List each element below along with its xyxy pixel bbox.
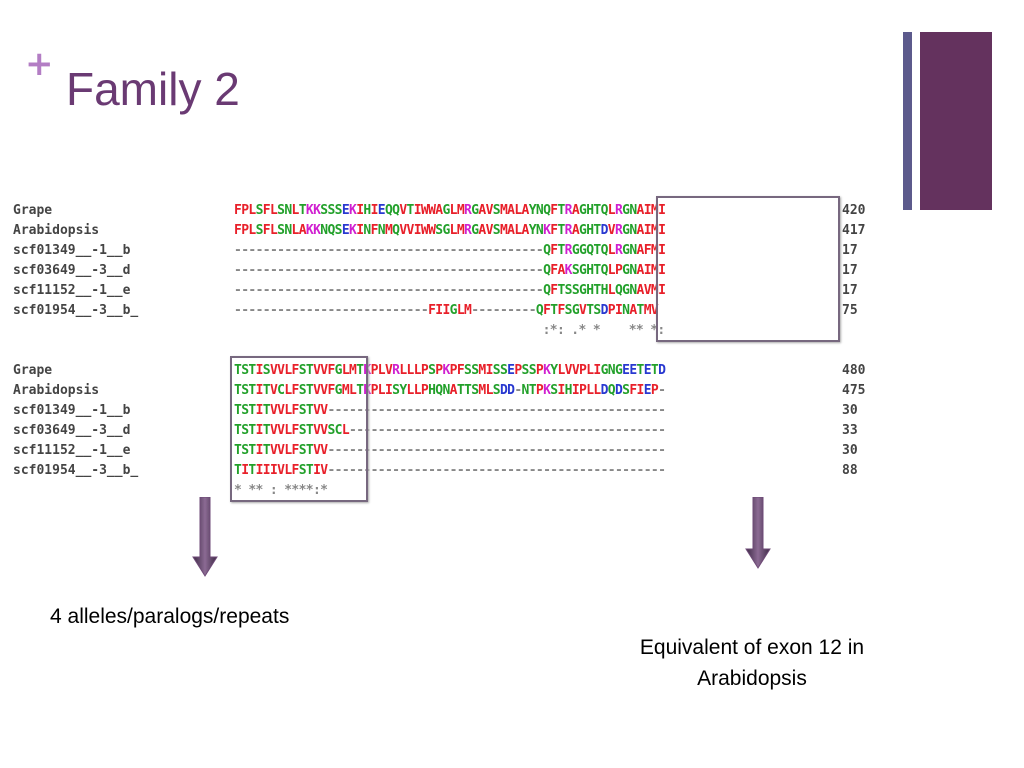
sequence-position: 88 (842, 463, 858, 478)
alignment-row: scf01349__-1__b -------------------------… (13, 241, 883, 261)
sequence-position: 17 (842, 263, 858, 278)
sequence-position: 30 (842, 443, 858, 458)
label-exon-line1: Equivalent of exon 12 in (639, 636, 865, 659)
decor-bar-thick (920, 32, 992, 210)
sequence-residues: FPLSFLSNLTKKSSSEKIHIEQQVTIWWAGLMRGAVSMAL… (234, 203, 666, 218)
sequence-residues: FPLSFLSNLAKKNQSEKINFNMQVVIWWSGLMRGAVSMAL… (234, 223, 666, 238)
sequence-residues: ----------------------------------------… (234, 283, 666, 298)
sequence-position: 475 (842, 383, 866, 398)
slide-title: Family 2 (66, 63, 240, 115)
alignment-row: Arabidopsis FPLSFLSNLAKKNQSEKINFNMQVVIWWS… (13, 221, 883, 241)
alignment-row: scf01954__-3__b_ TITIIIVLFSTIV-----------… (13, 461, 883, 481)
sequence-residues: TSTITVVLFSTVVSCL------------------------… (234, 423, 666, 438)
alignment-row: scf11152__-1__e -------------------------… (13, 281, 883, 301)
consensus-symbols: * ** : ****:* (234, 483, 328, 498)
alignment-row: scf11152__-1__e TSTITVVLFSTVV------------… (13, 441, 883, 461)
sequence-name: scf11152__-1__e (13, 443, 131, 458)
sequence-name: Grape (13, 203, 53, 218)
alignment-row: Grape TSTISVVLFSTVVFGLMTKPLVRLLLPSPKPFSSM… (13, 361, 883, 381)
sequence-residues: TSTITVVLFSTVV---------------------------… (234, 403, 666, 418)
sequence-name: scf01349__-1__b (13, 243, 131, 258)
highlight-box-repeats (230, 356, 368, 502)
sequence-position: 420 (842, 203, 866, 218)
alignment-row: scf03649__-3__d -------------------------… (13, 261, 883, 281)
down-arrow-icon (745, 497, 771, 569)
sequence-position: 417 (842, 223, 866, 238)
alignment-row: Arabidopsis TSTITVCLFSTVVFGMLTKPLISYLLPHQ… (13, 381, 883, 401)
sequence-residues: ----------------------------------------… (234, 243, 666, 258)
down-arrow-icon (192, 497, 218, 577)
alignment-row: Grape FPLSFLSNLTKKSSSEKIHIEQQVTIWWAGLMRGA… (13, 201, 883, 221)
alignment-consensus: :*: .* * ** *: (13, 321, 883, 341)
alignment-block-1: Grape FPLSFLSNLTKKSSSEKIHIEQQVTIWWAGLMRGA… (13, 201, 883, 341)
sequence-name: scf01349__-1__b (13, 403, 131, 418)
sequence-name: Arabidopsis (13, 383, 100, 398)
sequence-name: Arabidopsis (13, 223, 100, 238)
highlight-box-exon (656, 196, 840, 342)
label-repeats: 4 alleles/paralogs/repeats (50, 605, 290, 628)
sequence-residues: ---------------------------FIIGLM-------… (234, 303, 659, 318)
alignment-block-2: Grape TSTISVVLFSTVVFGLMTKPLVRLLLPSPKPFSSM… (13, 361, 883, 501)
sequence-residues: TSTITVCLFSTVVFGMLTKPLISYLLPHQNATTSMLSDD-… (234, 383, 666, 398)
alignment-row: scf01954__-3__b_ ------------------------… (13, 301, 883, 321)
sequence-residues: TSTITVVLFSTVV---------------------------… (234, 443, 666, 458)
sequence-name: scf01954__-3__b_ (13, 463, 139, 478)
consensus-symbols: :*: .* * ** *: (234, 323, 666, 338)
sequence-name: Grape (13, 363, 53, 378)
sequence-name: scf11152__-1__e (13, 283, 131, 298)
sequence-position: 75 (842, 303, 858, 318)
sequence-residues: TITIIIVLFSTIV---------------------------… (234, 463, 666, 478)
alignment-row: scf03649__-3__d TSTITVVLFSTVVSCL---------… (13, 421, 883, 441)
sequence-name: scf03649__-3__d (13, 263, 131, 278)
alignment-consensus: * ** : ****:* (13, 481, 883, 501)
label-exon-line2: Arabidopsis (697, 667, 807, 690)
decor-bar-thin (903, 32, 912, 210)
alignment-row: scf01349__-1__b TSTITVVLFSTVV------------… (13, 401, 883, 421)
sequence-residues: TSTISVVLFSTVVFGLMTKPLVRLLLPSPKPFSSMISSEP… (234, 363, 666, 378)
plus-icon: + (25, 44, 54, 84)
sequence-position: 17 (842, 243, 858, 258)
sequence-position: 30 (842, 403, 858, 418)
sequence-residues: ----------------------------------------… (234, 263, 666, 278)
sequence-position: 33 (842, 423, 858, 438)
sequence-name: scf03649__-3__d (13, 423, 131, 438)
sequence-position: 17 (842, 283, 858, 298)
sequence-position: 480 (842, 363, 866, 378)
sequence-name: scf01954__-3__b_ (13, 303, 139, 318)
